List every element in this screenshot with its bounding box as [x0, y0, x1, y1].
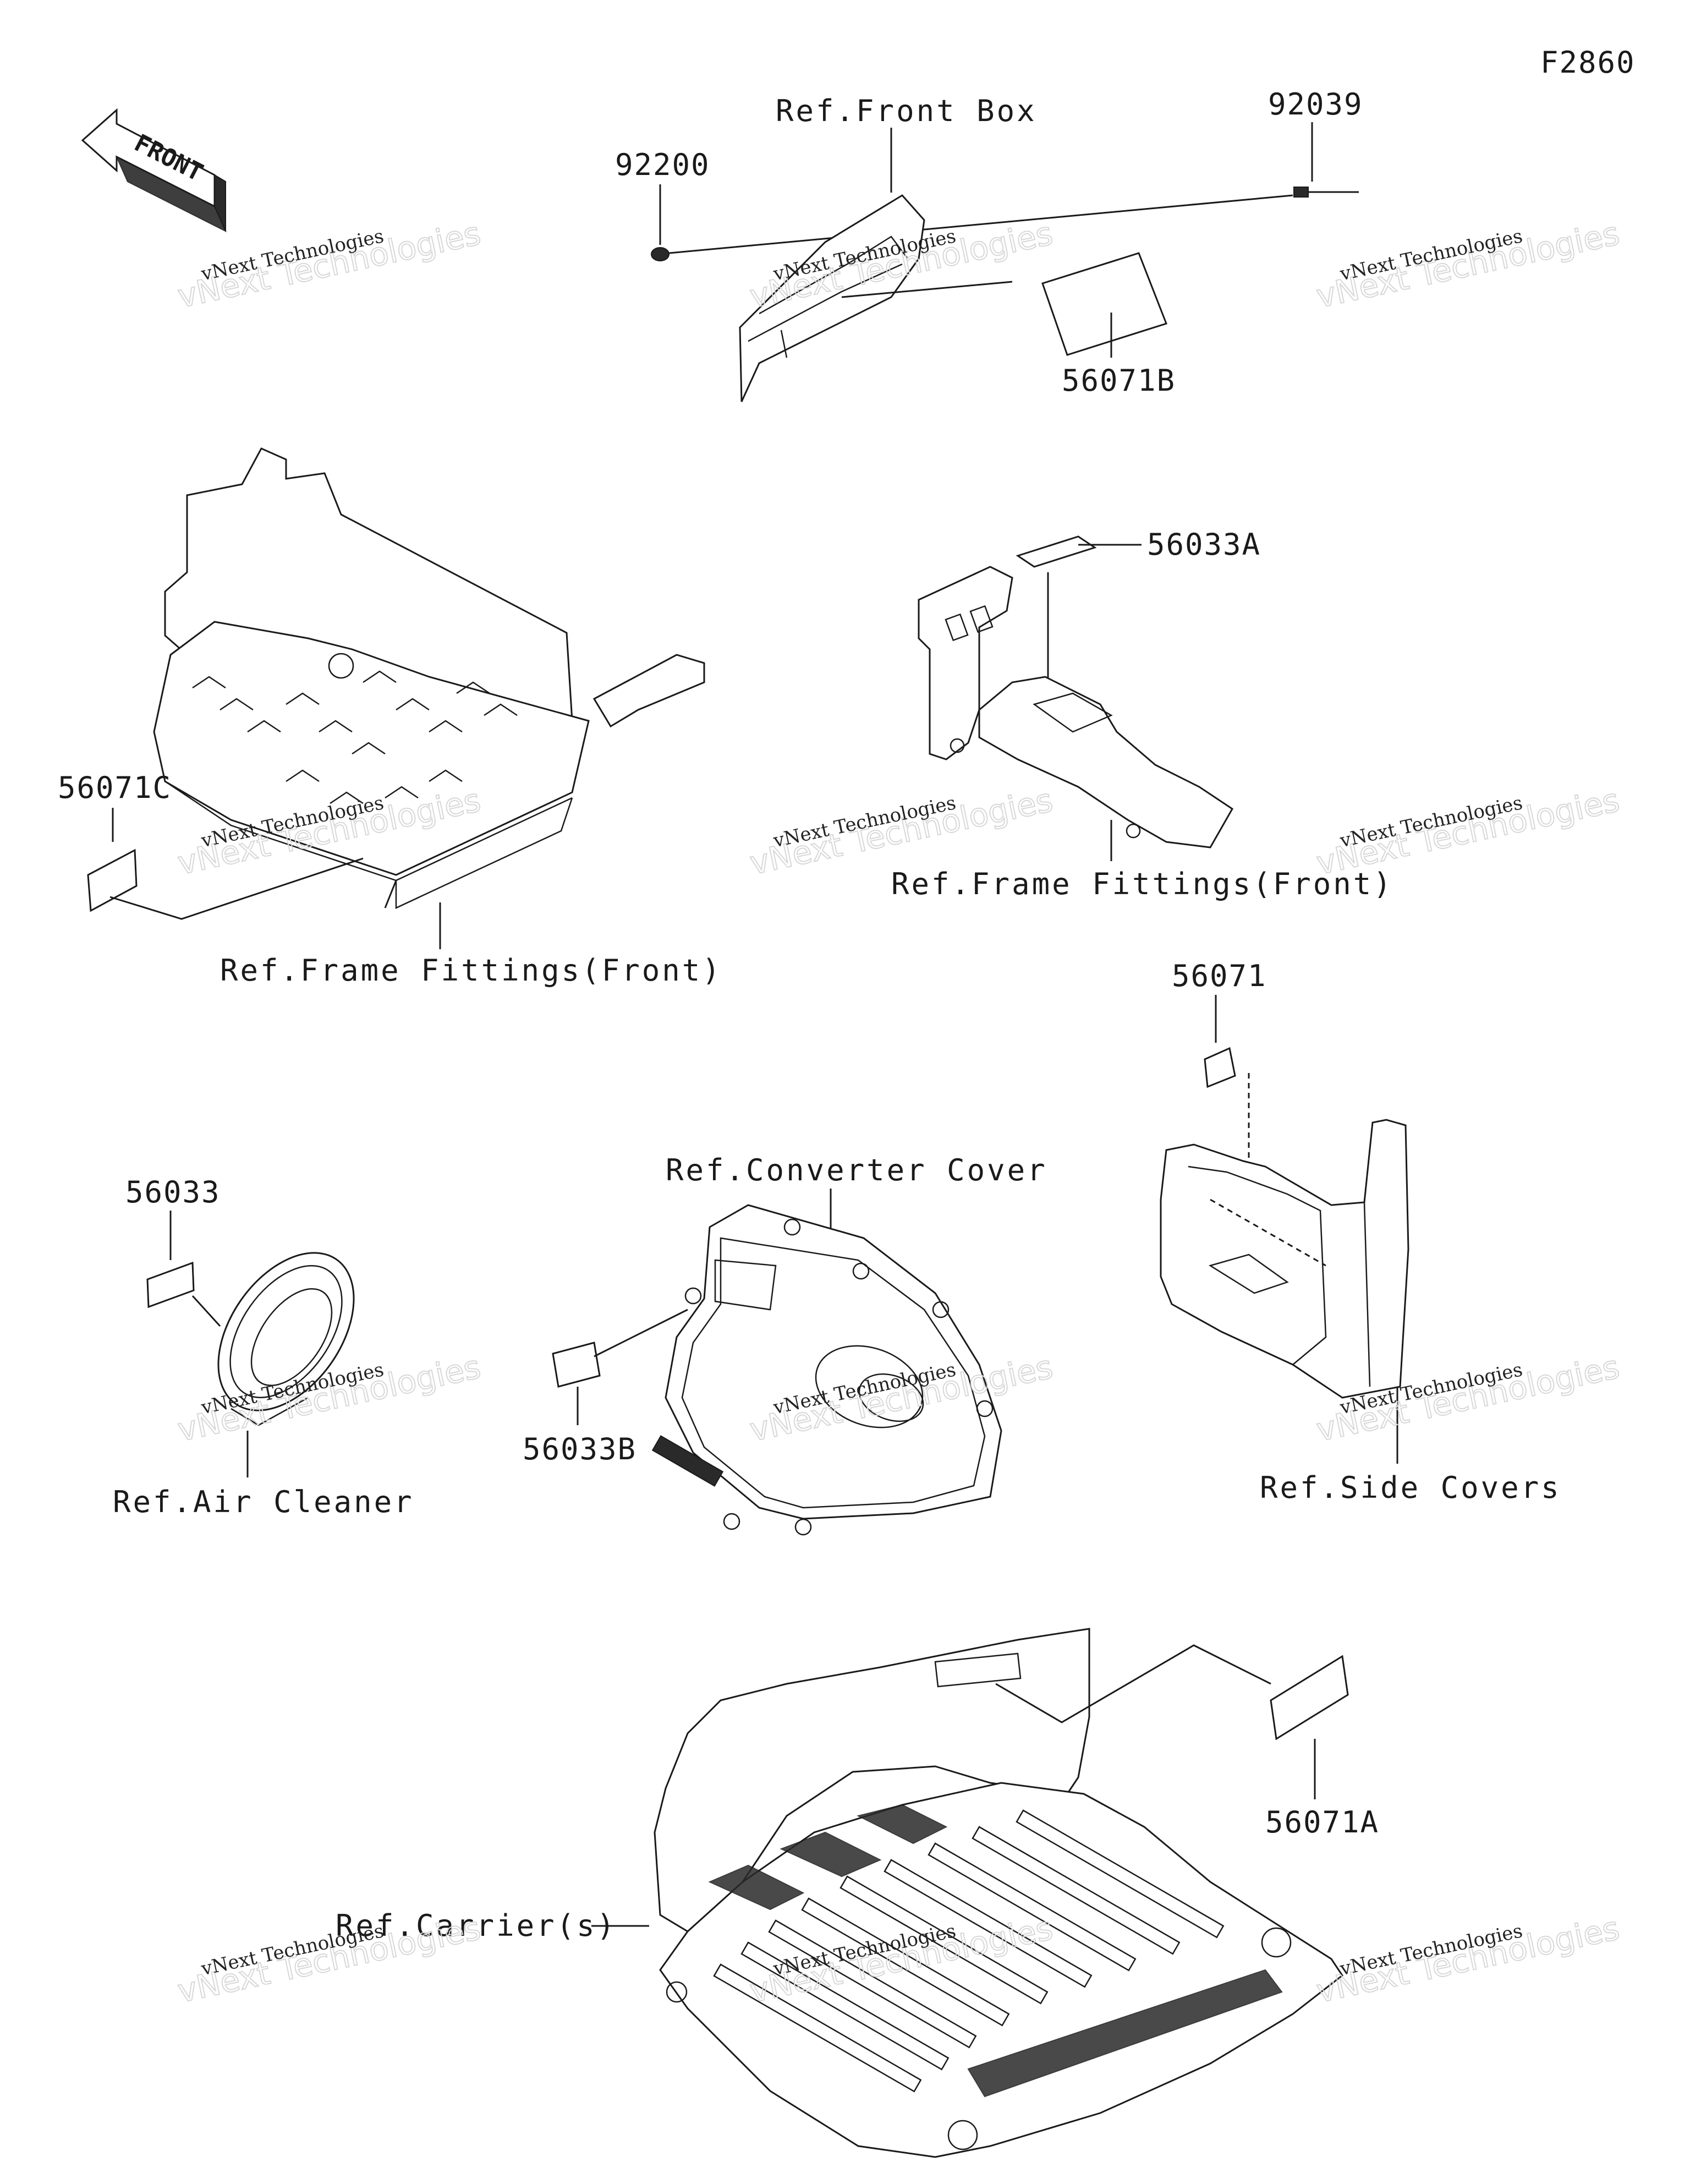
front-arrow-icon: FRONT [81, 108, 227, 233]
part-56071: 56071 [1172, 959, 1267, 993]
part-56033A: 56033A [1147, 527, 1261, 562]
label-56033B-plate [552, 1342, 601, 1388]
leader-56033 [191, 1295, 221, 1327]
watermark-6: vNext Technologies vNext Technologies [1313, 781, 1623, 883]
part-56071C: 56071C [58, 770, 172, 805]
label-56071C-plate [87, 849, 138, 912]
label-56033A-plate [1016, 535, 1097, 568]
front-box-part [739, 194, 1013, 402]
ref-front-box-label: Ref.Front Box [776, 94, 1037, 128]
ref-converter-cover-label: Ref.Converter Cover [666, 1153, 1047, 1187]
part-92039: 92039 [1268, 87, 1363, 122]
watermark-3: vNext Technologies vNext Technologies [1313, 214, 1623, 316]
part-56033: 56033 [125, 1175, 221, 1209]
frame-fittings-basket-part [153, 447, 705, 909]
ref-air-cleaner-label: Ref.Air Cleaner [113, 1485, 414, 1519]
ref-frame-fittings-right-label: Ref.Frame Fittings(Front) [891, 867, 1393, 901]
label-56071B-plate [1041, 252, 1167, 356]
label-56071A-plate [1270, 1655, 1349, 1740]
leader-fastener-line [668, 194, 1293, 254]
watermark-12: vNext Technologies vNext Technologies [1313, 1909, 1623, 2011]
leader-56033B-plate [594, 1309, 688, 1358]
carrier-part [654, 1628, 1344, 2158]
part-92200: 92200 [615, 147, 710, 182]
side-covers-part [1160, 1119, 1409, 1399]
ref-side-covers-label: Ref.Side Covers [1260, 1470, 1561, 1505]
figure-id: F2860 [1540, 45, 1636, 80]
watermark-5: vNext Technologies vNext Technologies [746, 781, 1056, 883]
label-56033-plate [146, 1261, 195, 1309]
part-56033B: 56033B [523, 1432, 637, 1466]
ref-carriers-label: Ref.Carrier(s) [336, 1908, 617, 1943]
air-cleaner-part [217, 1252, 355, 1426]
frame-fittings-bracket-part [918, 566, 1233, 849]
label-56071-plate [1204, 1047, 1236, 1088]
washer-92200-icon [651, 247, 670, 261]
leader-56071C [109, 857, 364, 920]
part-56071B: 56071B [1062, 363, 1176, 398]
rivet-92039-icon [1293, 187, 1359, 198]
converter-cover-part [651, 1204, 1002, 1536]
part-56071A: 56071A [1265, 1805, 1379, 1840]
ref-frame-fittings-left-label: Ref.Frame Fittings(Front) [220, 953, 722, 988]
leader-56071A-plate [995, 1644, 1271, 1723]
